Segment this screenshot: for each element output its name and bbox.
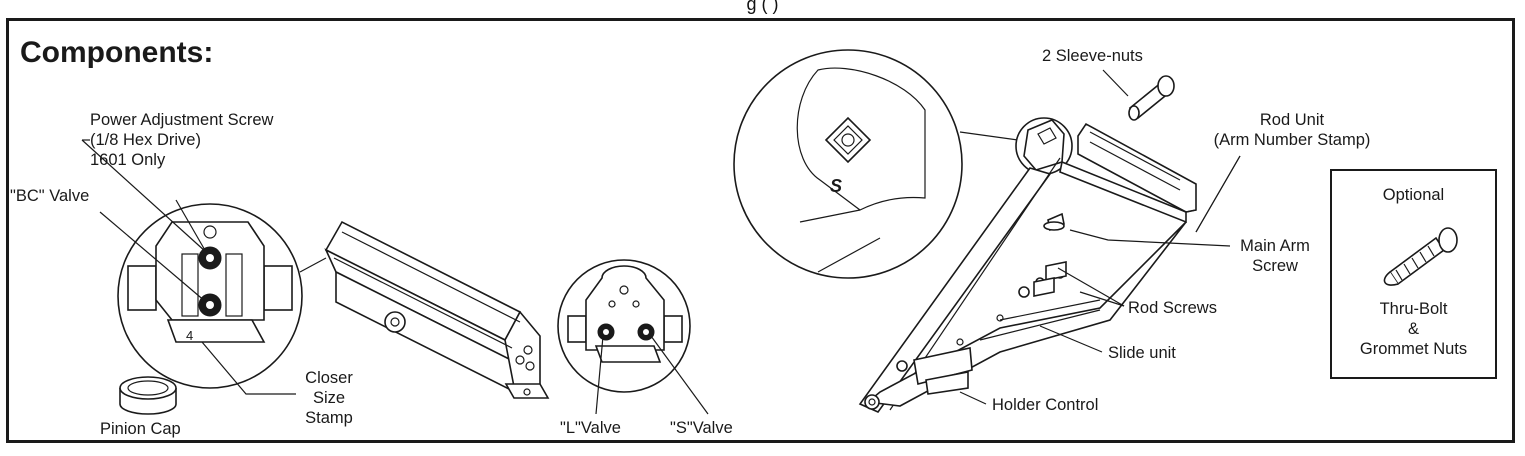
closer-size-stamp-label: Closer Size Stamp <box>294 368 364 428</box>
l-valve-label: "L"Valve <box>560 419 621 437</box>
sleeve-nut-icon <box>1128 75 1175 121</box>
power-adjustment-screw-line-3: 1601 Only <box>90 151 166 169</box>
main-arm-screw-label: Main Arm Screw <box>1232 236 1318 276</box>
rod-unit-line-1: Rod Unit <box>1259 111 1325 129</box>
sleeve-nuts-label: 2 Sleeve-nuts <box>1042 47 1143 65</box>
thru-bolt-icon <box>1383 227 1458 286</box>
s-mark: S <box>830 176 842 196</box>
closer-size-stamp-line-3: Stamp <box>305 409 353 427</box>
main-arm-screw-line-2: Screw <box>1252 257 1298 275</box>
size-digit: 4 <box>186 328 193 343</box>
power-adjustment-screw-label: Power Adjustment Screw (1/8 Hex Drive) 1… <box>90 110 273 170</box>
pinion-cap-label: Pinion Cap <box>100 420 181 438</box>
ls-valve-end-view <box>557 259 691 393</box>
bc-valve-label: "BC" Valve <box>10 187 90 205</box>
arm-s-mark-magnifier: S <box>733 49 1019 279</box>
power-adjustment-screw-line-2: (1/8 Hex Drive) <box>90 131 201 149</box>
section-title: Components: <box>20 36 214 69</box>
thru-bolt-caption-line-3: Grommet Nuts <box>1359 340 1468 358</box>
components-panel <box>6 18 1515 443</box>
arm-assembly <box>858 117 1197 413</box>
rod-unit-line-2: (Arm Number Stamp) <box>1213 131 1371 149</box>
thru-bolt-caption: Thru-Bolt & Grommet Nuts <box>1332 299 1495 359</box>
s-valve-label: "S"Valve <box>670 419 733 437</box>
optional-parts-box: Optional Thru-Bolt & Grommet Nuts <box>1330 169 1497 379</box>
optional-title: Optional <box>1382 186 1445 204</box>
rod-unit-label: Rod Unit (Arm Number Stamp) <box>1206 110 1378 150</box>
pinion-cap-icon <box>119 376 177 415</box>
rod-screws-label: Rod Screws <box>1128 299 1217 317</box>
thru-bolt-caption-line-1: Thru-Bolt <box>1379 300 1448 318</box>
cut-off-header-text: g ( ) <box>746 0 779 14</box>
power-adjustment-screw-line-1: Power Adjustment Screw <box>90 111 274 129</box>
holder-control-label: Holder Control <box>992 396 1099 414</box>
door-closer-body <box>299 220 550 399</box>
closer-size-stamp-line-1: Closer <box>305 369 353 387</box>
closer-size-stamp-line-2: Size <box>312 389 346 407</box>
main-arm-screw-line-1: Main Arm <box>1240 237 1310 255</box>
slide-unit-label: Slide unit <box>1108 344 1176 362</box>
thru-bolt-caption-line-2: & <box>1407 320 1419 338</box>
